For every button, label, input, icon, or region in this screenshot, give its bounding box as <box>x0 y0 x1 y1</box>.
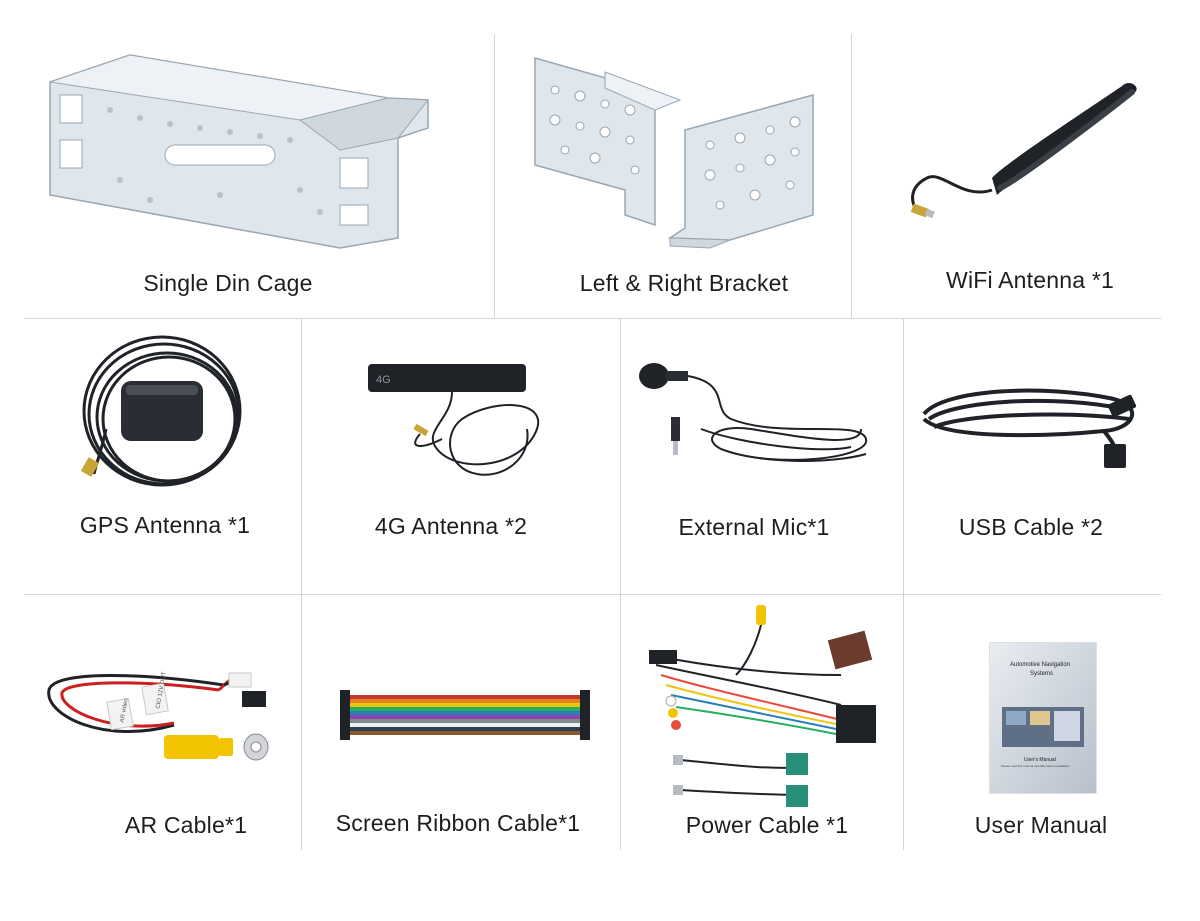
power-cable-image <box>649 605 876 807</box>
manual-note: Please read this manual carefully before… <box>1001 764 1070 768</box>
col-divider-r2-2 <box>620 319 621 850</box>
item-screen-ribbon-cable: Screen Ribbon Cable*1 <box>302 595 620 850</box>
user-manual-image: Automotive Navigation Systems User's Man… <box>989 642 1097 794</box>
item-power-cable: Power Cable *1 <box>621 595 903 850</box>
item-gps-antenna: GPS Antenna *1 <box>24 319 301 594</box>
manual-footer: User's Manual <box>1024 757 1056 763</box>
item-left-right-bracket: Left & Right Bracket <box>495 0 851 318</box>
ar-cable-image: AR video CIO 12V OUT <box>47 671 269 761</box>
4g-antenna-image: 4G <box>368 364 540 476</box>
item-label: External Mic*1 <box>678 514 830 540</box>
col-divider-r1-2 <box>851 34 852 318</box>
manual-title-line1: Automotive Navigation <box>1010 662 1070 668</box>
ribbon-cable-image <box>340 690 590 740</box>
row-divider-2 <box>24 594 1161 595</box>
ar-cable-tag-video: AR video <box>120 697 130 723</box>
item-external-mic: External Mic*1 <box>621 319 903 594</box>
item-label: Left & Right Bracket <box>579 270 789 296</box>
col-divider-r2-1 <box>301 319 302 850</box>
wifi-antenna-image <box>910 83 1137 219</box>
item-label: Single Din Cage <box>143 270 313 296</box>
row-divider-1 <box>24 318 1161 319</box>
usb-cable-image <box>922 388 1137 468</box>
col-divider-r2-3 <box>903 319 904 850</box>
antenna-print-text: 4G <box>376 374 391 386</box>
manual-title-line2: Systems <box>1030 671 1053 677</box>
item-label: 4G Antenna *2 <box>374 513 528 539</box>
bracket-image <box>534 57 814 249</box>
item-usb-cable: USB Cable *2 <box>904 319 1161 594</box>
single-din-cage-image <box>49 54 429 249</box>
col-divider-r1-1 <box>494 34 495 318</box>
item-user-manual: Automotive Navigation Systems User's Man… <box>904 595 1161 850</box>
item-label: User Manual <box>974 812 1108 838</box>
item-4g-antenna: 4G 4G Antenna *2 <box>302 319 620 594</box>
external-mic-image <box>639 363 868 462</box>
item-wifi-antenna: WiFi Antenna *1 <box>852 0 1161 318</box>
item-single-din-cage: Single Din Cage <box>0 0 494 318</box>
item-ar-cable: AR video CIO 12V OUT AR Cable*1 <box>24 595 301 850</box>
item-label: GPS Antenna *1 <box>79 512 251 538</box>
item-label: USB Cable *2 <box>958 514 1104 540</box>
item-label: Screen Ribbon Cable*1 <box>335 810 581 836</box>
item-label: Power Cable *1 <box>685 812 849 838</box>
gps-antenna-image <box>80 335 242 487</box>
item-label: AR Cable*1 <box>124 812 248 838</box>
item-label: WiFi Antenna *1 <box>946 267 1114 293</box>
